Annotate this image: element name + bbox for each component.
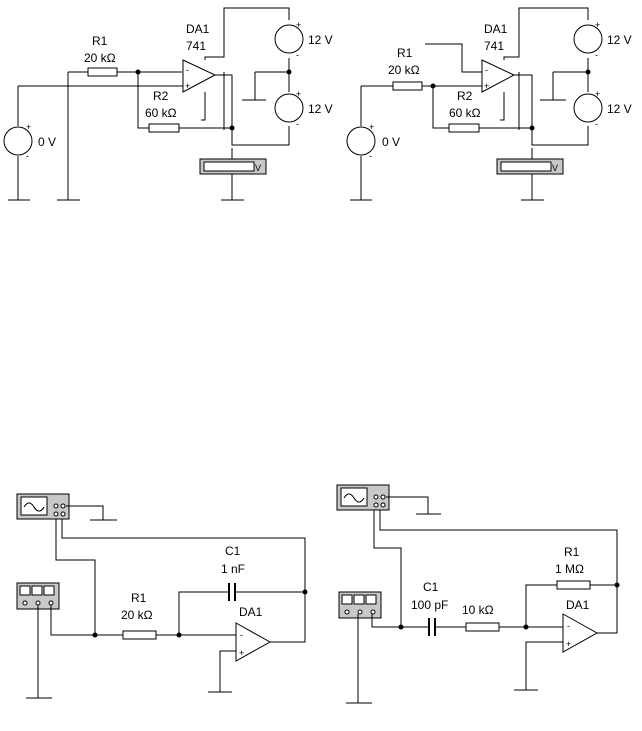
supply-top-value: 12 V: [308, 33, 333, 47]
svg-text:+: +: [239, 648, 244, 658]
r1-value: 1 MΩ: [555, 562, 584, 576]
r1-value: 20 kΩ: [388, 63, 420, 77]
svg-text:-: -: [26, 151, 29, 161]
supply-bottom-icon: + -: [573, 89, 603, 129]
resistor-r1: [392, 81, 423, 91]
svg-text:-: -: [240, 630, 243, 640]
svg-text:+: +: [296, 20, 301, 30]
rin-value: 10 kΩ: [462, 603, 494, 617]
circuit-integrator: R1 20 kΩ C1 1 nF - + DA1: [16, 493, 308, 699]
svg-text:+: +: [484, 81, 489, 91]
opamp-symbol: [562, 613, 599, 653]
r1-value: 20 kΩ: [84, 51, 116, 65]
resistor-r2: [448, 123, 480, 133]
meter-unit: V: [552, 163, 558, 173]
svg-text:-: -: [186, 65, 189, 75]
opamp-symbol: [481, 59, 516, 93]
r2-ref: R2: [153, 89, 169, 103]
svg-text:+: +: [595, 89, 600, 99]
supply-top-icon: + -: [573, 20, 603, 60]
function-generator-icon: [338, 591, 382, 619]
c1-value: 100 pF: [411, 598, 448, 612]
dc-source-icon: + -: [346, 122, 376, 161]
circuit-differentiator: C1 100 pF 10 kΩ R1 1 MΩ - + DA1: [336, 484, 620, 704]
svg-text:+: +: [566, 639, 571, 649]
svg-text:-: -: [567, 621, 570, 631]
oscilloscope-icon: [16, 493, 70, 520]
svg-text:+: +: [185, 81, 190, 91]
r1-ref: R1: [131, 591, 147, 605]
opamp-symbol: [182, 59, 217, 93]
dc-source-icon: + -: [3, 122, 33, 161]
resistor-r1: [87, 67, 118, 77]
opamp-ref: DA1: [566, 598, 590, 612]
r2-value: 60 kΩ: [449, 106, 481, 120]
svg-text:-: -: [595, 50, 598, 60]
c1-ref: C1: [423, 580, 439, 594]
c1-ref: C1: [225, 544, 241, 558]
supply-top-icon: + -: [274, 20, 304, 60]
svg-text:+: +: [296, 89, 301, 99]
resistor-rin: [465, 622, 500, 632]
r1-ref: R1: [92, 34, 108, 48]
circuit-inverting-left: + - 0 V R1 20 kΩ R2 60 kΩ - + DA1 741 +: [3, 7, 333, 201]
opamp-model: 741: [186, 39, 206, 53]
svg-text:+: +: [26, 122, 31, 132]
r2-value: 60 kΩ: [145, 106, 177, 120]
resistor-r2: [148, 123, 180, 133]
opamp-ref: DA1: [239, 605, 263, 619]
resistor-r1: [556, 580, 591, 590]
opamp-ref: DA1: [186, 22, 210, 36]
opamp-symbol: [235, 622, 272, 662]
capacitor-c1: [428, 618, 436, 636]
opamp-model: 741: [484, 39, 504, 53]
supply-bottom-icon: + -: [274, 89, 304, 129]
supply-top-value: 12 V: [607, 33, 632, 47]
oscilloscope-icon: [336, 484, 390, 511]
svg-text:+: +: [595, 20, 600, 30]
supply-bottom-value: 12 V: [607, 102, 632, 116]
r1-value: 20 kΩ: [121, 608, 153, 622]
r2-ref: R2: [457, 89, 473, 103]
circuit-inverting-right: + - 0 V R1 20 kΩ R2 60 kΩ - + DA1 741 + …: [346, 7, 632, 201]
meter-unit: V: [255, 163, 261, 173]
svg-text:+: +: [369, 122, 374, 132]
resistor-r1: [122, 630, 157, 640]
source-value: 0 V: [38, 135, 56, 149]
supply-bottom-value: 12 V: [308, 102, 333, 116]
r1-ref: R1: [564, 545, 580, 559]
svg-text:-: -: [296, 50, 299, 60]
capacitor-c1: [228, 583, 236, 601]
source-value: 0 V: [382, 135, 400, 149]
svg-text:-: -: [595, 119, 598, 129]
svg-text:-: -: [369, 151, 372, 161]
r1-ref: R1: [397, 46, 413, 60]
c1-value: 1 nF: [221, 562, 245, 576]
opamp-ref: DA1: [484, 22, 508, 36]
svg-text:-: -: [485, 65, 488, 75]
svg-text:-: -: [296, 119, 299, 129]
